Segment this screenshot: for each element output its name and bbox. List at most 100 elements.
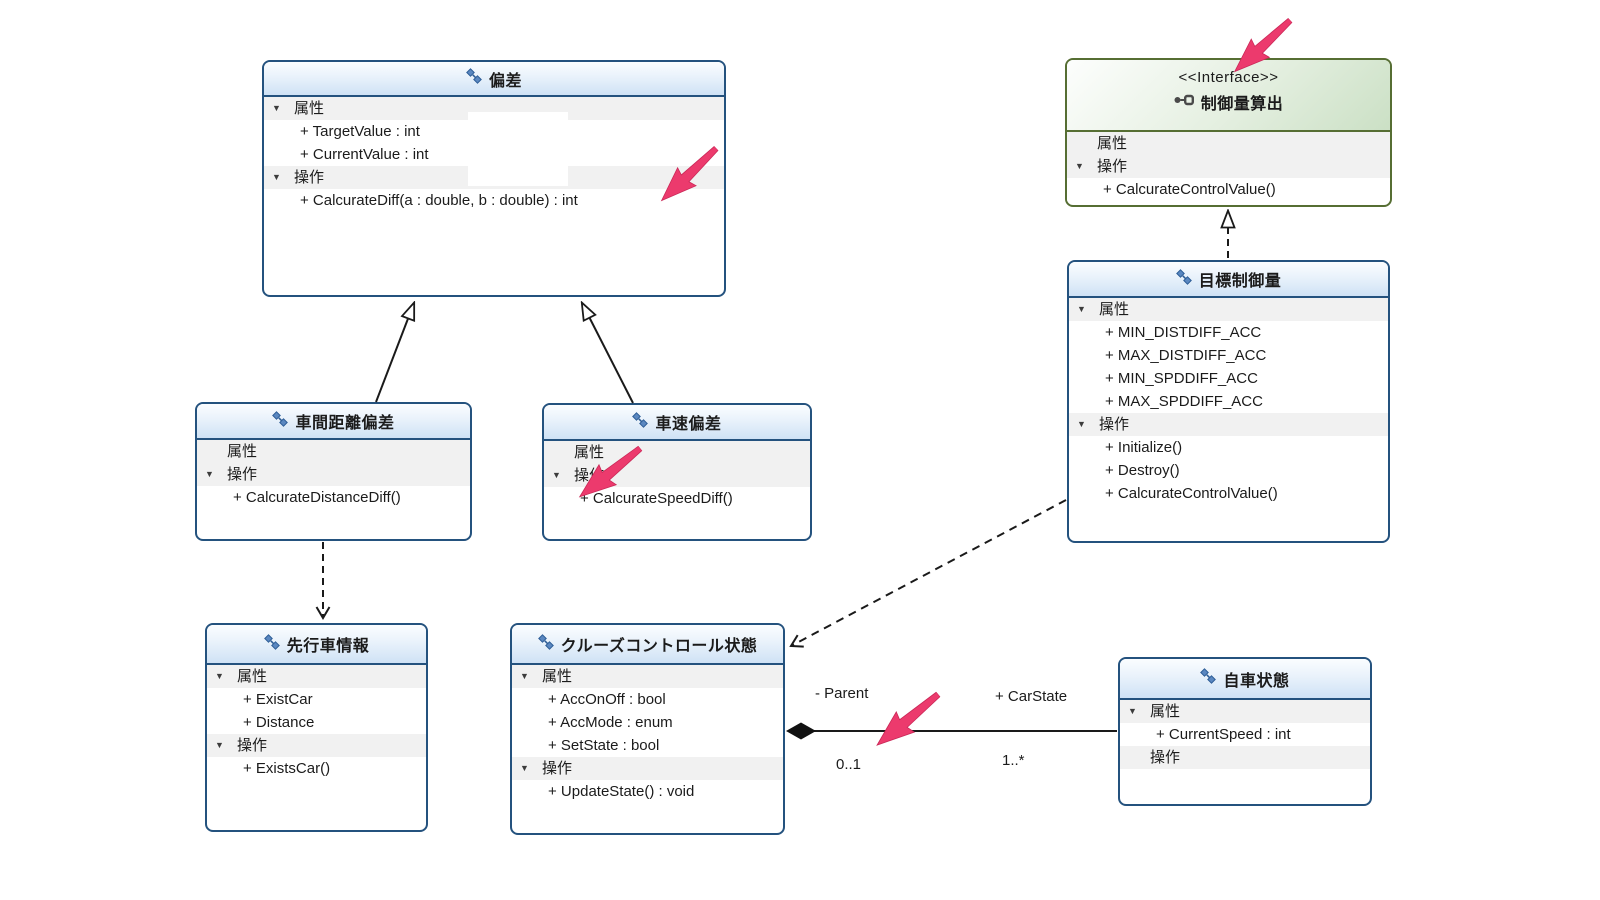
class-title: 制御量算出 <box>1200 96 1284 113</box>
collapse-triangle-icon[interactable]: ▼ <box>552 470 561 480</box>
class-title: 自車状態 <box>1223 672 1290 690</box>
class-header[interactable]: クルーズコントロール状態 <box>512 625 783 665</box>
section-label: 属性 <box>1097 135 1128 152</box>
section-row: 属性 <box>544 441 810 464</box>
class-box-seigyoryo-sanshutsu[interactable]: <<Interface>> 制御量算出 属性 ▼ 操作 + CalcurateCo… <box>1065 58 1392 207</box>
class-title: 目標制御量 <box>1198 273 1282 290</box>
member-row[interactable]: + AccOnOff : bool <box>512 688 783 711</box>
section-label: 属性 <box>237 668 268 685</box>
class-title: 車速偏差 <box>655 416 722 433</box>
member-row[interactable]: + MAX_DISTDIFF_ACC <box>1069 344 1388 367</box>
member-row[interactable]: + CalcurateDiff(a : double, b : double) … <box>264 189 724 212</box>
member-row[interactable]: + AccMode : enum <box>512 711 783 734</box>
class-icon <box>263 633 280 655</box>
member-row[interactable]: + Destroy() <box>1069 459 1388 482</box>
collapse-triangle-icon[interactable]: ▼ <box>272 172 281 182</box>
class-box-shasoku-hensa[interactable]: 車速偏差 属性 ▼ 操作 + CalcurateSpeedDiff() <box>542 403 812 541</box>
section-row: ▼ 操作 <box>197 463 470 486</box>
generalization-edge-speed[interactable] <box>582 303 634 404</box>
section-row: ▼ 属性 <box>1120 700 1370 723</box>
class-header[interactable]: 車間距離偏差 <box>197 404 470 440</box>
association-mult-source-label: 0..1 <box>836 756 862 773</box>
association-role-target-label: + CarState <box>995 688 1068 705</box>
section-row: 操作 <box>1120 746 1370 769</box>
collapse-triangle-icon[interactable]: ▼ <box>1077 304 1086 314</box>
class-icon <box>1175 268 1192 290</box>
section-label: 操作 <box>294 169 325 186</box>
class-header[interactable]: 車速偏差 <box>544 405 810 441</box>
class-icon <box>272 410 289 432</box>
class-title: 車間距離偏差 <box>295 415 395 432</box>
class-header[interactable]: 先行車情報 <box>207 625 426 665</box>
section-row: ▼ 属性 <box>207 665 426 688</box>
member-row[interactable]: + MIN_DISTDIFF_ACC <box>1069 321 1388 344</box>
member-row[interactable]: + Distance <box>207 711 426 734</box>
member-row[interactable]: + CurrentSpeed : int <box>1120 723 1370 746</box>
class-header[interactable]: 自車状態 <box>1120 659 1370 700</box>
member-row[interactable]: + UpdateState() : void <box>512 780 783 803</box>
dependency-edge-cruise[interactable] <box>789 499 1067 648</box>
section-row: ▼ 操作 <box>1067 155 1390 178</box>
class-icon <box>632 411 649 433</box>
section-label: 操作 <box>1097 158 1128 175</box>
class-header[interactable]: <<Interface>> 制御量算出 <box>1067 60 1390 132</box>
member-row[interactable]: + CalcurateControlValue() <box>1067 178 1390 201</box>
section-label: 属性 <box>294 100 325 117</box>
section-row: ▼操作 <box>1069 413 1388 436</box>
section-row: 属性 <box>197 440 470 463</box>
section-row: ▼ 属性 <box>264 97 724 120</box>
class-box-cruise-control-state[interactable]: クルーズコントロール状態 ▼ 属性 + AccOnOff : bool + Acc… <box>510 623 785 835</box>
class-box-senkosha-joho[interactable]: 先行車情報 ▼ 属性 + ExistCar + Distance ▼ 操作 + Ex… <box>205 623 428 832</box>
member-row[interactable]: + MIN_SPDDIFF_ACC <box>1069 367 1388 390</box>
member-row[interactable]: + CalcurateSpeedDiff() <box>544 487 810 510</box>
member-row[interactable]: + ExistCar <box>207 688 426 711</box>
section-label: 属性 <box>1099 301 1130 318</box>
member-row[interactable]: + Initialize() <box>1069 436 1388 459</box>
annotation-arrow-4 <box>868 683 948 757</box>
collapse-triangle-icon[interactable]: ▼ <box>215 671 224 681</box>
collapse-triangle-icon[interactable]: ▼ <box>205 469 214 479</box>
whiteout-patch <box>468 112 568 186</box>
collapse-triangle-icon[interactable]: ▼ <box>1075 161 1084 171</box>
section-label: 属性 <box>1150 703 1181 720</box>
class-icon <box>537 633 554 655</box>
section-label: 操作 <box>227 466 258 483</box>
member-row[interactable]: + SetState : bool <box>512 734 783 757</box>
collapse-triangle-icon[interactable]: ▼ <box>1077 419 1086 429</box>
generalization-edge-distance[interactable] <box>375 303 414 403</box>
member-row[interactable]: + CalcurateControlValue() <box>1069 482 1388 505</box>
interface-lollipop-icon <box>1174 93 1194 111</box>
section-label: 属性 <box>542 668 573 685</box>
class-icon <box>466 68 482 89</box>
class-box-jisha-jotai[interactable]: 自車状態 ▼ 属性 + CurrentSpeed : int 操作 <box>1118 657 1372 806</box>
section-row: ▼ 操作 <box>512 757 783 780</box>
section-row: 属性 <box>1067 132 1390 155</box>
section-label: 操作 <box>1150 749 1181 766</box>
collapse-triangle-icon[interactable]: ▼ <box>215 740 224 750</box>
collapse-triangle-icon[interactable]: ▼ <box>272 103 281 113</box>
member-row[interactable]: + CalcurateDistanceDiff() <box>197 486 470 509</box>
class-header[interactable]: 偏差 <box>264 62 724 97</box>
section-label: 属性 <box>574 444 605 461</box>
section-label: 操作 <box>574 467 605 484</box>
section-label: 操作 <box>542 760 573 777</box>
association-mult-target-label: 1..* <box>1002 752 1025 769</box>
collapse-triangle-icon[interactable]: ▼ <box>1128 706 1137 716</box>
section-label: 操作 <box>237 737 268 754</box>
collapse-triangle-icon[interactable]: ▼ <box>520 671 529 681</box>
member-row[interactable]: + MAX_SPDDIFF_ACC <box>1069 390 1388 413</box>
section-row: ▼ 操作 <box>544 464 810 487</box>
class-icon <box>1200 668 1217 689</box>
member-row[interactable]: + ExistsCar() <box>207 757 426 780</box>
stereotype-label: <<Interface>> <box>1178 69 1279 86</box>
class-box-shakan-kyori-hensa[interactable]: 車間距離偏差 属性 ▼ 操作 + CalcurateDistanceDiff() <box>195 402 472 541</box>
collapse-triangle-icon[interactable]: ▼ <box>520 763 529 773</box>
class-title: 先行車情報 <box>286 638 370 655</box>
section-row: ▼ 属性 <box>1069 298 1388 321</box>
class-box-mokuhyo-seigyoryo[interactable]: 目標制御量 ▼ 属性 + MIN_DISTDIFF_ACC + MAX_DISTD… <box>1067 260 1390 543</box>
section-row: ▼ 属性 <box>512 665 783 688</box>
class-box-hensa[interactable]: 偏差 ▼属性 + TargetValue : int + CurrentValu… <box>262 60 726 297</box>
association-role-source-label: - Parent <box>815 685 869 702</box>
class-header[interactable]: 目標制御量 <box>1069 262 1388 298</box>
